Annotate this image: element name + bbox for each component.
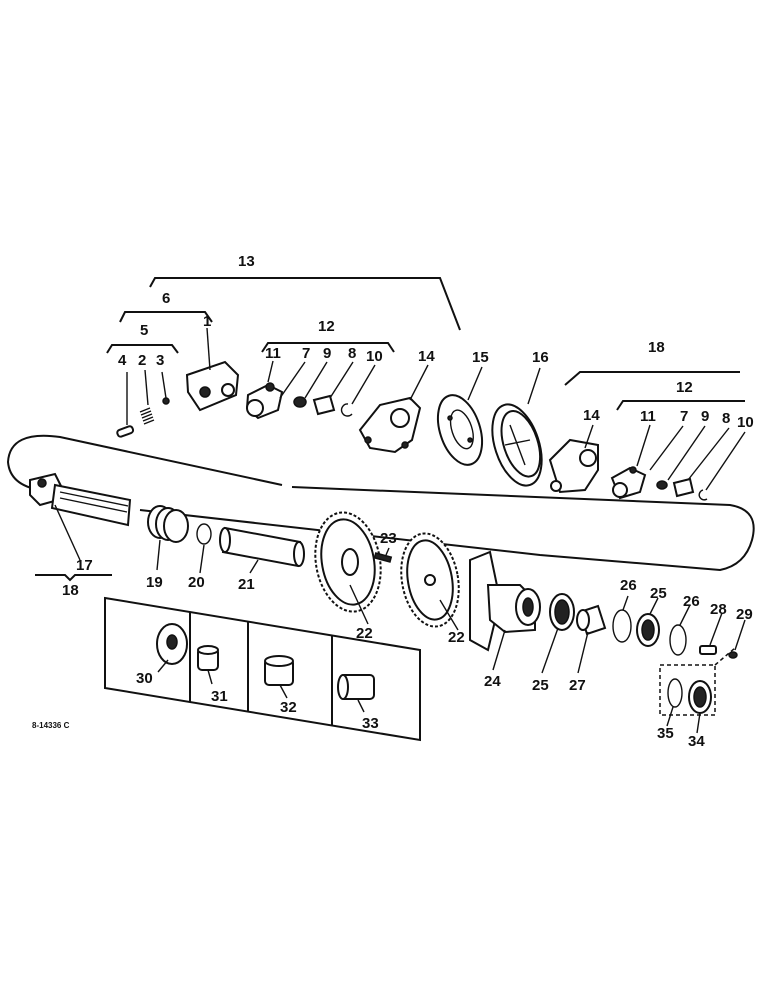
- callout-25-right: 25: [650, 585, 667, 602]
- callout-26-right: 26: [683, 593, 700, 610]
- housing-14-right: [548, 438, 599, 494]
- bracket-13: [149, 277, 461, 331]
- bracket-18-right: [564, 371, 740, 386]
- ring-35: [667, 678, 683, 708]
- callout-21: 21: [238, 576, 255, 593]
- flange-bearing-24: [469, 550, 541, 652]
- callout-34: 34: [688, 733, 705, 750]
- callout-14-right: 14: [583, 407, 600, 424]
- disc-15: [436, 394, 484, 466]
- snap-ring-10-left: [340, 403, 353, 417]
- callout-18-right: 18: [648, 339, 665, 356]
- pulley-16: [491, 403, 543, 487]
- callout-27: 27: [569, 677, 586, 694]
- callout-25-left: 25: [532, 677, 549, 694]
- callout-30: 30: [136, 670, 153, 687]
- callout-16: 16: [532, 349, 549, 366]
- callout-19: 19: [146, 574, 163, 591]
- callout-7-right: 7: [680, 408, 688, 425]
- cup-8-right: [672, 477, 695, 498]
- seal-9-left: [293, 396, 307, 408]
- sprocket-22-right: [400, 532, 460, 628]
- cup-8-left: [312, 394, 336, 416]
- bracket-12-left: [261, 342, 395, 353]
- callout-10-right: 10: [737, 414, 754, 431]
- bushing-31: [197, 645, 219, 671]
- cross-bearing-left: [245, 382, 284, 420]
- cross-bearing-right: [610, 466, 647, 500]
- bearing-34: [688, 680, 712, 714]
- leader-lines: [54, 327, 746, 734]
- callout-26-left: 26: [620, 577, 637, 594]
- housing-14-left: [358, 396, 422, 454]
- callout-31: 31: [211, 688, 228, 705]
- bracket-12-right: [616, 400, 745, 411]
- assembly-loop: [6, 434, 755, 572]
- callout-4: 4: [118, 352, 127, 369]
- bushing-27: [576, 604, 607, 636]
- bracket-5: [106, 344, 179, 354]
- callout-12-right: 12: [676, 379, 693, 396]
- callout-5: 5: [140, 322, 148, 339]
- callout-18-left: 18: [62, 582, 79, 599]
- callout-8-right: 8: [722, 410, 730, 427]
- callout-35: 35: [657, 725, 674, 742]
- callout-33: 33: [362, 715, 379, 732]
- callout-20: 20: [188, 574, 205, 591]
- callout-9-right: 9: [701, 408, 709, 425]
- ball-3: [162, 397, 170, 405]
- yoke-1: [185, 360, 240, 412]
- callout-29: 29: [736, 606, 753, 623]
- callout-17: 17: [76, 557, 93, 574]
- option-dashed-box: [659, 647, 736, 716]
- spring-2: [139, 407, 155, 425]
- callout-7-left: 7: [302, 345, 310, 362]
- callout-32: 32: [280, 699, 297, 716]
- bracket-6: [119, 311, 213, 323]
- bearing-25-left: [549, 593, 575, 631]
- drawing-number: 8-14336 C: [32, 721, 70, 730]
- tube-21: [219, 526, 305, 568]
- ring-26-right: [669, 624, 687, 656]
- callout-15: 15: [472, 349, 489, 366]
- callout-6: 6: [162, 290, 170, 307]
- callout-24: 24: [484, 673, 501, 690]
- cap-29: [728, 651, 738, 659]
- fitting-28: [699, 645, 717, 655]
- ring-20: [196, 523, 212, 545]
- callout-11-left: 11: [265, 345, 281, 362]
- callout-22-right: 22: [448, 629, 465, 646]
- callout-22-left: 22: [356, 625, 373, 642]
- callout-23: 23: [380, 530, 397, 547]
- spring-19: [147, 505, 189, 543]
- key-23: [373, 552, 393, 563]
- bushing-32: [264, 655, 294, 686]
- bearing-25-right: [636, 613, 660, 647]
- callout-9-left: 9: [323, 345, 331, 362]
- callout-labels: 13 6 5 1 12 4 2 3 11 7 9 8 10 14 15 16 1…: [32, 253, 754, 750]
- seal-9-right: [656, 480, 668, 490]
- callout-3: 3: [156, 352, 164, 369]
- callout-2: 2: [138, 352, 146, 369]
- callout-28: 28: [710, 601, 727, 618]
- snap-ring-10-right: [698, 489, 708, 501]
- callout-11-right: 11: [640, 408, 656, 425]
- sprocket-22-left: [314, 511, 382, 613]
- pin-4: [116, 425, 135, 438]
- callout-14-left: 14: [418, 348, 435, 365]
- bracket-18-left: [35, 574, 112, 582]
- shaft-yoke-17: [29, 472, 132, 527]
- ring-26-left: [612, 609, 632, 643]
- callout-1: 1: [203, 313, 211, 330]
- kit-box: [104, 596, 421, 742]
- callout-12-left: 12: [318, 318, 335, 335]
- callout-10-left: 10: [366, 348, 383, 365]
- washer-30: [156, 623, 188, 665]
- callout-13: 13: [238, 253, 255, 270]
- bushing-33: [337, 674, 375, 700]
- callout-8-left: 8: [348, 345, 356, 362]
